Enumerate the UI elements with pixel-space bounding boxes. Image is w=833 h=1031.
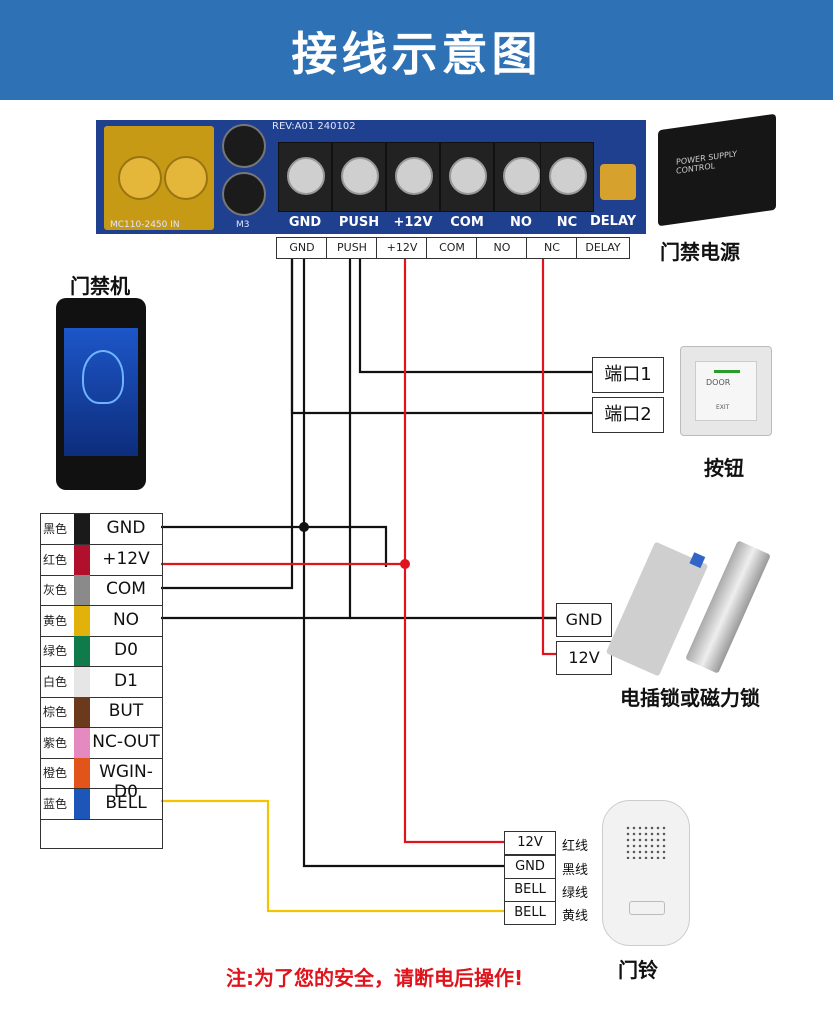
lock-terminal-12v: 12V [556, 641, 612, 675]
wire-row: 红色+12V [41, 545, 162, 576]
power-supply-image: POWER SUPPLY CONTROL [658, 113, 776, 227]
bell-terminal: BELL [504, 878, 556, 902]
terminal-push: PUSH [332, 142, 386, 230]
terminal-label-nc: NC [526, 237, 578, 259]
lock-terminal-gnd: GND [556, 603, 612, 637]
header-banner: 接线示意图 [0, 0, 833, 100]
fuse-block [104, 126, 214, 230]
button-label: 按钮 [704, 456, 744, 480]
board-model: MC110-2450 IN [110, 220, 180, 230]
terminal-label-com: COM [426, 237, 478, 259]
wire-bell [161, 799, 504, 913]
capacitor [222, 124, 266, 168]
wire-gnd-to-port2 [290, 258, 592, 415]
exit-text: EXIT [716, 404, 730, 411]
fuse-screw [164, 156, 208, 200]
fuse-screw [118, 156, 162, 200]
wire-swatch [74, 758, 90, 788]
doorbell-image [602, 800, 690, 946]
control-board: REV:A01 240102 MC110-2450 IN M3 GND PUSH… [96, 120, 646, 234]
bell-wire-color: 黄线 [562, 909, 589, 924]
terminal-label-gnd: GND [276, 237, 328, 259]
wire-gnd-trunk [302, 258, 504, 868]
bell-wire-color: 红线 [562, 839, 589, 854]
terminal-com: COM [440, 142, 494, 230]
bell-wire-color: 绿线 [562, 886, 589, 901]
terminal-nc: NC [540, 142, 594, 230]
bell-label: 门铃 [618, 958, 658, 982]
wire-swatch [74, 789, 90, 819]
junction-red [400, 559, 410, 569]
board-revision: REV:A01 240102 [272, 121, 356, 132]
wire-lock-gnd-riser [541, 600, 556, 620]
button-port-2: 端口2 [592, 397, 664, 433]
exit-indicator [714, 370, 740, 373]
safety-warning: 注:为了您的安全，请断电后操作! [226, 966, 524, 990]
terminal-label-12v: +12V [376, 237, 428, 259]
door-text: DOOR [706, 378, 731, 387]
button-port-1: 端口1 [592, 357, 664, 393]
terminal-gnd: GND [278, 142, 332, 230]
bell-slot [629, 901, 665, 915]
wire-swatch [74, 575, 90, 605]
delay-potentiometer: DELAY [590, 142, 642, 229]
terminal-no: NO [494, 142, 548, 230]
page-title: 接线示意图 [291, 27, 542, 81]
face-icon [82, 350, 124, 404]
wire-gnd-to-device [161, 525, 388, 567]
bell-terminal: BELL [504, 901, 556, 925]
wire-swatch [74, 514, 90, 544]
wire-nc-to-lock [541, 258, 556, 656]
wire-swatch [74, 636, 90, 666]
exit-button-image: DOOR EXIT [680, 346, 772, 436]
wire-push-to-port1 [358, 258, 592, 374]
device-screen [64, 328, 138, 456]
lock-label: 电插锁或磁力锁 [620, 686, 760, 710]
psu-brand: POWER SUPPLY CONTROL [676, 149, 738, 176]
terminal-label-push: PUSH [326, 237, 378, 259]
wire-swatch [74, 667, 90, 697]
wire-com-link [161, 258, 294, 590]
bell-terminal: GND [504, 855, 556, 879]
wire-swatch [74, 728, 90, 758]
capacitor [222, 172, 266, 216]
wire-swatch [74, 606, 90, 636]
psu-label: 门禁电源 [660, 240, 740, 264]
bell-wire-color: 黑线 [562, 863, 589, 878]
wire-swatch [74, 545, 90, 575]
terminal-12v: +12V [386, 142, 440, 230]
bell-terminal: 12V [504, 831, 556, 855]
terminal-label-no: NO [476, 237, 528, 259]
board-m3-mark: M3 [236, 220, 250, 230]
wire-swatch [74, 697, 90, 727]
speaker-grill [625, 825, 667, 859]
junction-black [299, 522, 309, 532]
wire-12v-trunk [403, 258, 504, 844]
terminal-label-delay: DELAY [576, 237, 630, 259]
access-control-device [56, 298, 146, 490]
device-label: 门禁机 [70, 274, 130, 298]
